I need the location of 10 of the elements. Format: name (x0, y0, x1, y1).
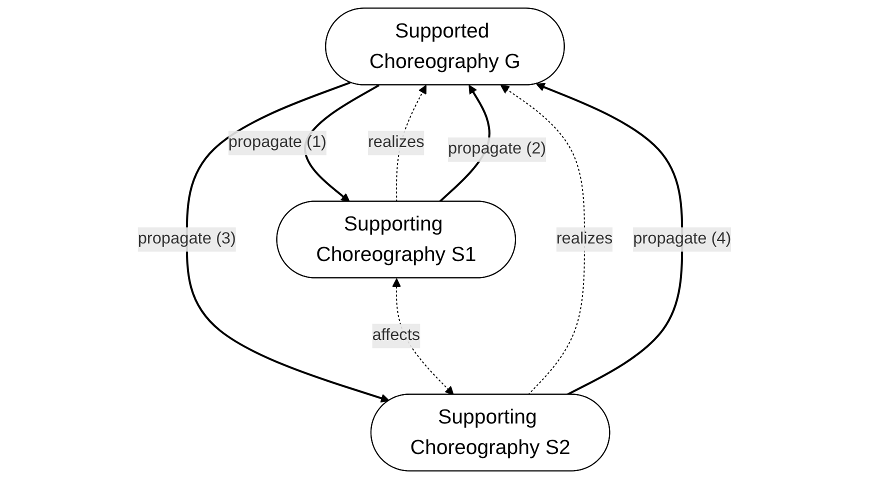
edge-label: affects (372, 326, 420, 344)
edge-label: propagate (1) (228, 134, 326, 152)
arrow (536, 82, 684, 396)
edge-label: propagate (4) (633, 230, 732, 248)
arrow (500, 84, 585, 396)
edge-label: realizes (368, 134, 424, 152)
edge-label: propagate (2) (448, 140, 546, 158)
edge-label: realizes (556, 230, 613, 248)
arrow (186, 82, 390, 403)
edge-label: propagate (3) (138, 230, 236, 248)
